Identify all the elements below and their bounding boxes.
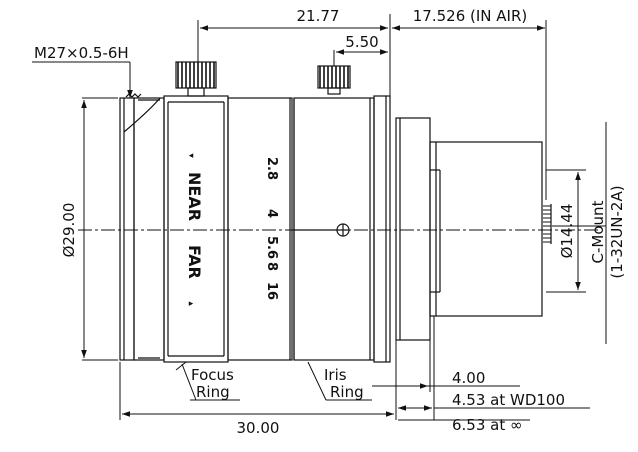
- flange-dim-label: 4.00: [452, 369, 485, 387]
- focus-ring-label-line2: Ring: [196, 383, 230, 401]
- front-flange: [119, 97, 135, 361]
- wd100-dim-label: 4.53 at WD100: [452, 391, 565, 409]
- outer-diameter-label: Ø29.00: [60, 203, 78, 258]
- c-mount-back: [395, 117, 431, 341]
- mount-label-line2: (1-32UN-2A): [608, 185, 626, 278]
- focus-near-arrow-icon: ◂: [189, 151, 194, 161]
- front-section: [133, 97, 165, 361]
- focus-ring-label-line1: Focus: [191, 366, 234, 384]
- focus-near-label: NEAR: [185, 172, 204, 221]
- iris-value: 16: [264, 282, 279, 300]
- focus-ring-body: [163, 95, 229, 363]
- total-length-label: 30.00: [237, 419, 280, 437]
- iris-ring-label-line2: Ring: [330, 383, 364, 401]
- iris-value: 4: [264, 209, 279, 218]
- focus-scale: NEAR FAR ◂ ▸: [185, 151, 204, 309]
- iris-value: 2.8: [264, 157, 279, 180]
- air-distance-label: 17.526 (IN AIR): [413, 7, 527, 25]
- iris-value: 5.6: [264, 236, 279, 259]
- iris-value: 8: [264, 262, 279, 271]
- length-top-label: 21.77: [297, 7, 340, 25]
- focus-far-arrow-icon: ▸: [189, 299, 194, 309]
- iris-scale: 2.8 4 5.6 8 16: [264, 157, 279, 300]
- iris-ring-label-line1: Iris: [324, 366, 347, 384]
- iris-ring-body: [293, 97, 375, 361]
- offset-top-label: 5.50: [345, 33, 378, 51]
- infinity-dim-label: 6.53 at ∞: [452, 416, 523, 434]
- focus-far-label: FAR: [185, 245, 204, 279]
- inner-diameter-label: Ø14.44: [558, 204, 576, 259]
- iris-body: [227, 97, 293, 361]
- mount-label-line1: C-Mount: [589, 200, 607, 263]
- iris-lock-screw: [317, 65, 351, 89]
- thread-spec-label: M27×0.5-6H: [34, 44, 129, 62]
